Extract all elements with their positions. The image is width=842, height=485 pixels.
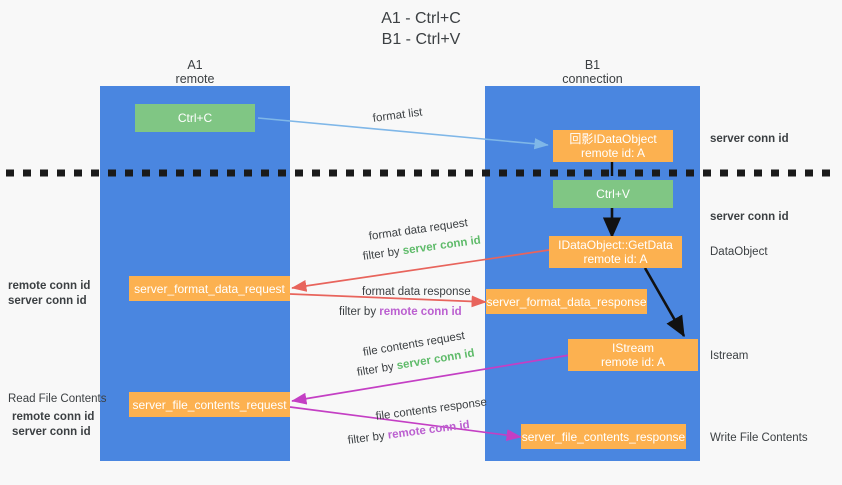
lane-header-b1-name: B1 <box>584 58 601 72</box>
box-ctrl-v[interactable]: Ctrl+V <box>553 180 673 208</box>
right-label-istream: Istream <box>710 350 749 362</box>
diagram-title: A1 - Ctrl+C B1 - Ctrl+V <box>0 8 842 50</box>
title-line-2: B1 - Ctrl+V <box>381 31 461 48</box>
box-server-format-data-response-label: server_format_data_response <box>486 294 647 309</box>
edge-label-format-data-response: format data response <box>362 286 471 298</box>
box-server-file-contents-request-label: server_file_contents_request <box>132 397 287 412</box>
lane-header-a1-sub: remote <box>175 72 215 86</box>
box-server-file-contents-request[interactable]: server_file_contents_request <box>129 392 290 417</box>
box-server-format-data-request[interactable]: server_format_data_request <box>129 276 290 301</box>
lane-header-b1: B1 connection <box>485 58 700 86</box>
edge-label-file-contents-response: file contents response <box>375 396 488 423</box>
edge-label-format-data-response-filter: filter by remote conn id <box>339 305 462 319</box>
box-istream-line2: remote id: A <box>600 355 666 369</box>
filter-value-remote-conn-id: remote conn id <box>387 418 471 442</box>
box-server-file-contents-response[interactable]: server_file_contents_response <box>521 424 686 449</box>
box-idataobject-getdata-line1: IDataObject::GetData <box>558 238 673 252</box>
box-ctrl-c[interactable]: Ctrl+C <box>135 104 255 132</box>
box-server-format-data-request-label: server_format_data_request <box>134 281 285 296</box>
filter-value-remote-conn-id: remote conn id <box>379 306 462 318</box>
box-idataobject[interactable]: 回影IDataObject remote id: A <box>553 130 673 162</box>
box-ctrl-v-label: Ctrl+V <box>596 187 630 201</box>
filter-prefix: filter by <box>347 429 389 447</box>
box-idataobject-line2: remote id: A <box>580 146 646 160</box>
right-label-write-file-contents: Write File Contents <box>710 432 808 444</box>
box-istream-line1: IStream <box>611 341 654 355</box>
edge-label-format-list: format list <box>372 106 424 125</box>
right-label-server-conn-id-top: server conn id <box>710 133 789 145</box>
left-label-group-mid: remote conn id server conn id <box>8 279 90 309</box>
box-istream[interactable]: IStream remote id: A <box>568 339 698 371</box>
left-label-remote-conn-id: remote conn id <box>8 280 91 292</box>
left-label-server-conn-id: server conn id <box>8 295 87 307</box>
right-label-dataobject: DataObject <box>710 246 768 258</box>
box-server-file-contents-response-label: server_file_contents_response <box>521 429 686 444</box>
right-label-server-conn-id-mid: server conn id <box>710 211 789 223</box>
filter-value-server-conn-id: server conn id <box>402 234 482 258</box>
box-idataobject-getdata-line2: remote id: A <box>583 252 648 266</box>
box-server-format-data-response[interactable]: server_format_data_response <box>486 289 647 314</box>
left-label-remote-conn-id-low: remote conn id <box>12 411 95 423</box>
left-label-group-low: remote conn id server conn id <box>12 410 94 440</box>
left-label-server-conn-id-low: server conn id <box>12 426 91 438</box>
filter-prefix: filter by <box>362 245 404 263</box>
filter-prefix: filter by <box>339 306 380 318</box>
box-idataobject-getdata[interactable]: IDataObject::GetData remote id: A <box>549 236 682 268</box>
box-ctrl-c-label: Ctrl+C <box>177 111 213 125</box>
filter-prefix: filter by <box>356 360 398 379</box>
title-line-1: A1 - Ctrl+C <box>381 10 461 27</box>
left-label-read-file-contents: Read File Contents <box>8 393 107 405</box>
edge-label-file-contents-response-filter: filter by remote conn id <box>347 418 470 448</box>
lane-header-a1: A1 remote <box>100 58 290 86</box>
lane-header-a1-name: A1 <box>187 58 203 72</box>
box-idataobject-line1: 回影IDataObject <box>569 132 657 146</box>
lane-header-b1-sub: connection <box>562 72 623 86</box>
